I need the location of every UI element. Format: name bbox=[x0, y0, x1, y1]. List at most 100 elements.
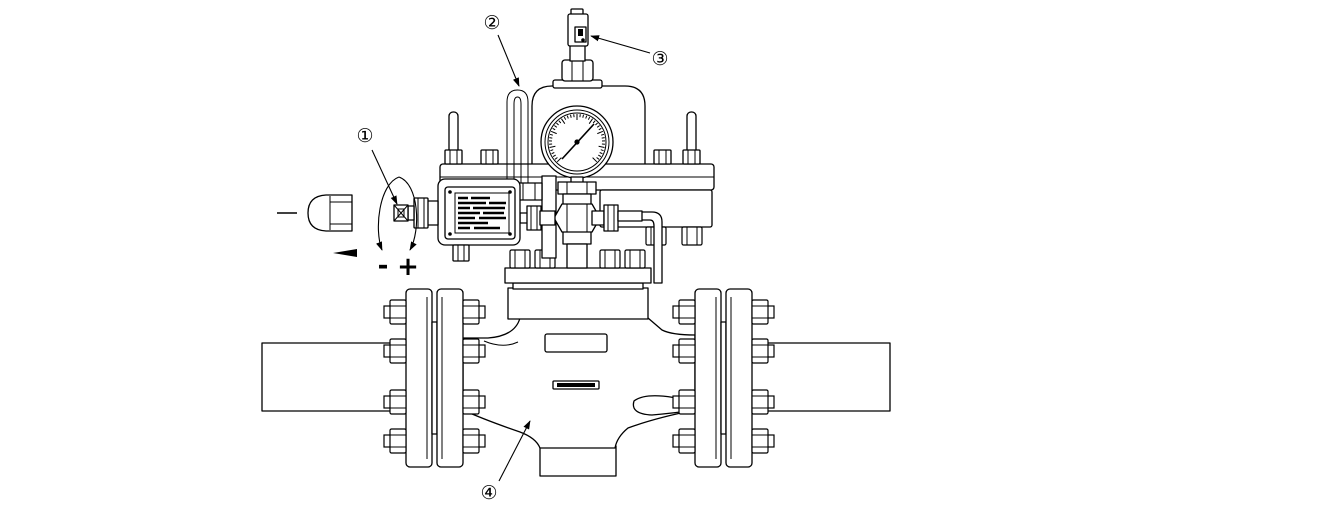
upper-left-fitting-faces bbox=[522, 183, 536, 200]
stud-nut-left bbox=[444, 149, 463, 165]
rotation-arrow-decrease bbox=[376, 176, 400, 251]
nameplate-screw bbox=[508, 232, 512, 236]
callout-2-leader bbox=[497, 34, 520, 87]
base-plate bbox=[504, 267, 652, 284]
cap-faces bbox=[329, 196, 352, 230]
vent-valve-pin bbox=[581, 38, 585, 42]
control-box bbox=[437, 178, 521, 246]
control-box-plug bbox=[452, 244, 470, 262]
callout-1-leader bbox=[371, 149, 398, 205]
adjusting-screw-hatch bbox=[393, 204, 409, 222]
pilot-lower-stem bbox=[566, 243, 588, 269]
band-nut-right bbox=[653, 149, 672, 165]
control-tube-inner bbox=[513, 96, 522, 183]
gauge-dial bbox=[547, 112, 607, 172]
top-hex-nut bbox=[561, 59, 594, 82]
adjusting-screw-shank bbox=[407, 205, 415, 221]
pilot-valve bbox=[553, 181, 601, 269]
body-nameplate bbox=[544, 333, 608, 353]
flange-bolt-nut bbox=[672, 299, 696, 325]
callout-4-label: ④ bbox=[480, 482, 497, 504]
vent-valve-lever bbox=[578, 29, 583, 36]
flange-bolt-nut bbox=[383, 428, 407, 454]
callout-1: ① bbox=[356, 125, 398, 205]
body-bottom-outlet bbox=[539, 445, 617, 477]
callout-3-leader bbox=[590, 35, 651, 54]
valve-body bbox=[462, 317, 696, 477]
nameplate-screw bbox=[508, 190, 512, 194]
flange-bolt-nut bbox=[462, 299, 486, 325]
flange-bolt-nut bbox=[383, 299, 407, 325]
sensing-tube-right bbox=[640, 211, 663, 284]
control-tube bbox=[506, 89, 529, 183]
flange-bolt-nut bbox=[751, 299, 775, 325]
nameplate-markings bbox=[458, 196, 506, 230]
outlet-flange-pair bbox=[694, 288, 753, 468]
left-fitting-nut bbox=[526, 205, 542, 231]
gasket-right bbox=[720, 321, 727, 435]
body-label-strip bbox=[557, 383, 595, 387]
bonnet-collar bbox=[507, 282, 649, 320]
top-studs bbox=[444, 111, 701, 165]
right-fitting-faces bbox=[607, 205, 615, 231]
lifting-stud-right bbox=[686, 111, 697, 155]
body-fillet-line bbox=[483, 340, 519, 346]
right-fitting-nut bbox=[603, 204, 619, 232]
left-fitting-faces bbox=[530, 206, 538, 230]
flange-bolt-nut bbox=[751, 428, 775, 454]
body-flange-right bbox=[694, 288, 722, 468]
gauge-hub bbox=[574, 139, 580, 145]
band-nut-faces bbox=[449, 150, 696, 164]
band-nut-left bbox=[480, 149, 499, 165]
gauge-ring bbox=[544, 109, 610, 175]
right-fitting-body bbox=[591, 210, 605, 226]
callout-4-leader bbox=[498, 420, 531, 482]
pipe-flange-right bbox=[725, 288, 753, 468]
top-nut-faces bbox=[571, 60, 584, 81]
lifting-stud-left bbox=[448, 111, 459, 155]
base-nut bbox=[599, 249, 621, 269]
case-nut bbox=[681, 226, 703, 246]
flange-hub-lines-right bbox=[715, 297, 732, 459]
body-flange-left bbox=[436, 288, 464, 468]
pilot-connector-nut bbox=[557, 181, 597, 195]
removal-direction-arrow bbox=[333, 249, 357, 257]
base-nut bbox=[509, 249, 531, 269]
gauge-ticks bbox=[548, 114, 606, 163]
pilot-right-fitting bbox=[591, 204, 643, 232]
collar-ring bbox=[507, 287, 649, 320]
control-tube-outer bbox=[506, 89, 529, 183]
left-fitting-body bbox=[539, 210, 556, 226]
right-tube bbox=[617, 210, 643, 222]
sensing-tube-elbow bbox=[640, 211, 663, 284]
increase-label: + bbox=[397, 252, 419, 282]
callout-1-label: ① bbox=[356, 125, 373, 147]
rotation-arrow-increase bbox=[398, 176, 418, 251]
nameplate-screw bbox=[448, 190, 452, 194]
lock-nut-faces bbox=[417, 198, 425, 228]
nameplate-screw bbox=[448, 232, 452, 236]
pilot-hex-faces bbox=[566, 204, 588, 232]
callout-4: ④ bbox=[480, 420, 531, 504]
callout-3: ③ bbox=[590, 35, 669, 70]
base-nut bbox=[624, 249, 646, 269]
adjusting-screw bbox=[393, 197, 439, 229]
inlet-flange-pair bbox=[405, 288, 464, 468]
stud-nut-right bbox=[682, 149, 701, 165]
adjusting-screw-cap bbox=[307, 194, 353, 232]
collar-top-ring bbox=[512, 282, 644, 290]
nameplate-inner-border bbox=[454, 192, 510, 234]
flange-bolt-nut bbox=[672, 428, 696, 454]
callout-2-label: ② bbox=[483, 12, 500, 34]
pipe-flange-left bbox=[405, 288, 433, 468]
flange-hub-lines-left bbox=[426, 297, 443, 459]
callout-3-label: ③ bbox=[651, 48, 668, 70]
callout-2: ② bbox=[483, 12, 520, 87]
decrease-label: - bbox=[378, 251, 389, 281]
control-box-plug-faces bbox=[457, 245, 465, 261]
connector-nut-faces bbox=[566, 182, 588, 194]
pressure-gauge bbox=[540, 105, 614, 184]
vent-valve bbox=[567, 8, 589, 47]
